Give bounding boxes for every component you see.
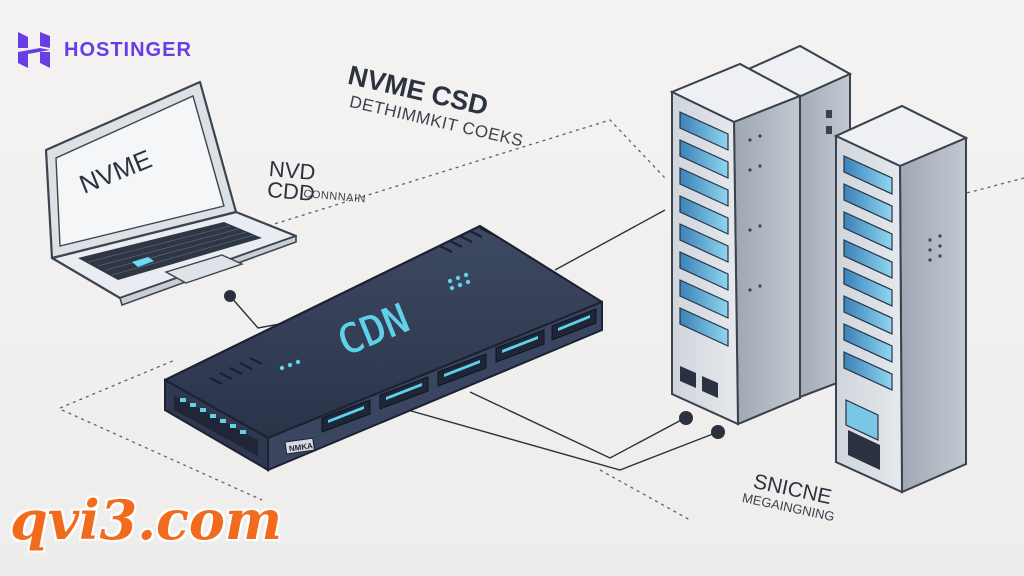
laptop-touchpad	[164, 254, 244, 284]
cable-node-rack-b	[711, 425, 725, 439]
cables	[229, 209, 719, 471]
cable-rack-1	[554, 209, 666, 271]
laptop-screen	[55, 95, 225, 247]
rack-drives-2	[843, 155, 893, 391]
brand-name: HOSTINGER	[64, 38, 192, 61]
guide-bottom-right	[599, 469, 691, 521]
cable-node-laptop	[224, 290, 236, 302]
laptop	[44, 80, 298, 307]
guide-top	[254, 119, 666, 231]
guide-bottom-left	[61, 409, 263, 501]
guide-left	[59, 359, 176, 409]
cdn-front-ports	[174, 395, 258, 456]
server-rack-front	[669, 62, 803, 426]
brand: HOSTINGER	[16, 30, 192, 70]
cable-rack-2	[469, 391, 686, 459]
server-rack-right	[833, 104, 969, 494]
watermark-text: qvi3.com	[8, 487, 283, 554]
hostinger-logo-icon	[18, 32, 50, 68]
cdn-port-tag: NMKA	[288, 441, 313, 453]
cable-node-rack-a	[679, 411, 693, 425]
cable-rack-3	[389, 404, 719, 471]
rack-drives-1	[679, 111, 729, 347]
cdn-device	[163, 224, 604, 472]
